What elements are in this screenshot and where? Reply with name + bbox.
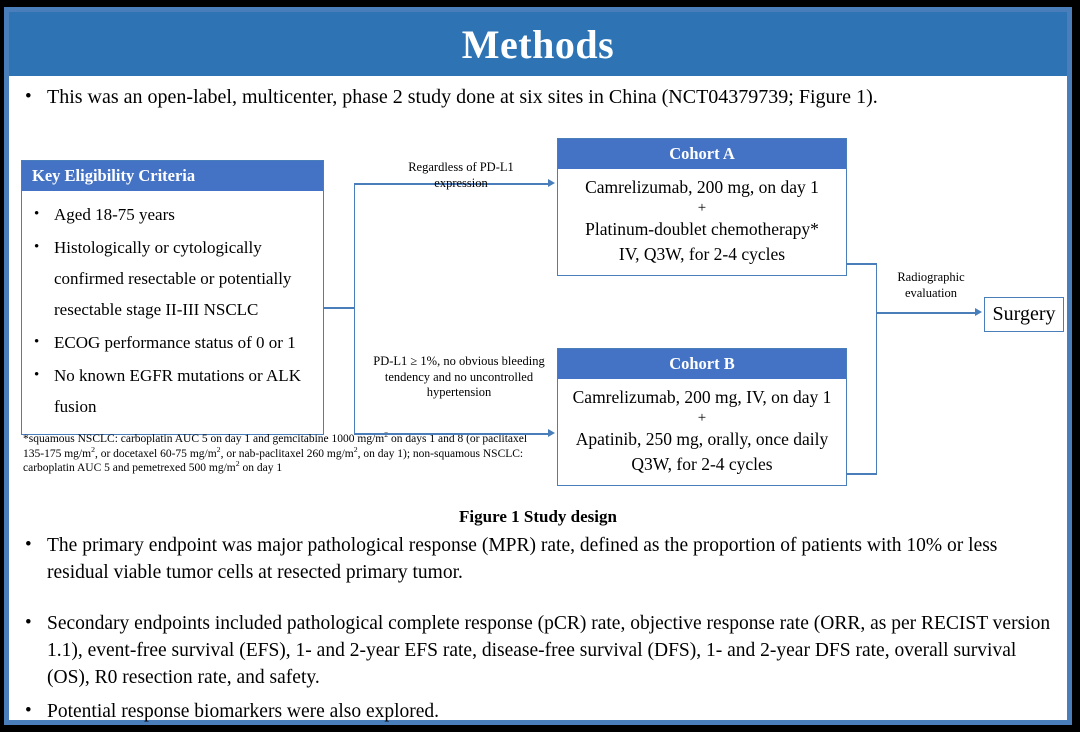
- lead-bullet: • This was an open-label, multicenter, p…: [25, 84, 1055, 110]
- cohort-b-line: Apatinib, 250 mg, orally, once daily: [575, 429, 829, 449]
- surgery-box: Surgery: [984, 297, 1064, 332]
- cohort-a-header: Cohort A: [558, 139, 846, 169]
- eligibility-criteria-box: Key Eligibility Criteria • Aged 18-75 ye…: [21, 160, 324, 435]
- lead-bullet-text: This was an open-label, multicenter, pha…: [47, 86, 878, 108]
- connector-from-cohort-a: [847, 263, 877, 265]
- connector-to-cohort-a: [353, 183, 550, 185]
- eligibility-item-label: Aged 18-75 years: [54, 205, 175, 224]
- connector-split-down: [353, 307, 355, 434]
- bullet-marker: •: [25, 86, 32, 107]
- arrow-head-surgery-icon: [975, 307, 982, 316]
- surgery-label: Surgery: [992, 303, 1056, 325]
- arrow-head-cohort-a-icon: [548, 178, 555, 187]
- eligibility-item-label: ECOG performance status of 0 or 1: [54, 333, 296, 352]
- branch-label-lower: PD-L1 ≥ 1%, no obvious bleeding tendency…: [373, 354, 545, 399]
- connector-merge: [875, 263, 877, 474]
- cohort-b-line: +: [697, 410, 707, 426]
- secondary-endpoint-bullet: • Secondary endpoints included pathologi…: [25, 610, 1051, 691]
- biomarker-bullet: • Potential response biomarkers were als…: [25, 698, 1051, 725]
- branch-label-upper: Regardless of PD-L1 expression: [408, 160, 514, 190]
- figure-footnote: *squamous NSCLC: carboplatin AUC 5 on da…: [23, 430, 528, 475]
- connector-from-cohort-b: [847, 473, 877, 475]
- cohort-a-line: IV, Q3W, for 2-4 cycles: [618, 244, 786, 264]
- cohort-a-line: +: [697, 200, 707, 216]
- bullet-marker: •: [25, 700, 32, 721]
- study-design-figure: Key Eligibility Criteria • Aged 18-75 ye…: [9, 122, 1067, 502]
- arrow-head-cohort-b-icon: [548, 428, 555, 437]
- bullet-marker: •: [34, 367, 40, 383]
- radiographic-evaluation-label: Radiographic evaluation: [897, 270, 965, 300]
- eligibility-item-label: Histologically or cytologically confirme…: [54, 238, 292, 319]
- eligibility-box-header: Key Eligibility Criteria: [22, 161, 323, 191]
- bullet-marker: •: [34, 239, 40, 255]
- cohort-b-header: Cohort B: [558, 349, 846, 379]
- cohort-b-line: Q3W, for 2-4 cycles: [631, 454, 773, 474]
- slide-canvas: Methods • This was an open-label, multic…: [4, 7, 1072, 725]
- biomarker-text: Potential response biomarkers were also …: [47, 701, 440, 722]
- cohort-b-box: Cohort B Camrelizumab, 200 mg, IV, on da…: [557, 348, 847, 486]
- connector-split-up: [353, 184, 355, 308]
- eligibility-item: • Histologically or cytologically confir…: [28, 232, 317, 325]
- primary-endpoint-text: The primary endpoint was major pathologi…: [47, 535, 998, 583]
- page-title: Methods: [461, 21, 615, 67]
- eligibility-item: • No known EGFR mutations or ALK fusion: [28, 360, 317, 422]
- figure-caption: Figure 1 Study design: [459, 507, 617, 526]
- connector-trunk: [324, 307, 355, 309]
- slide-title-banner: Methods: [9, 12, 1067, 76]
- eligibility-item-label: No known EGFR mutations or ALK fusion: [54, 366, 301, 416]
- connector-to-surgery: [875, 312, 977, 314]
- primary-endpoint-bullet: • The primary endpoint was major patholo…: [25, 532, 1051, 586]
- connector-to-cohort-b: [353, 433, 550, 435]
- eligibility-item: • ECOG performance status of 0 or 1: [28, 327, 317, 358]
- cohort-a-box: Cohort A Camrelizumab, 200 mg, on day 1 …: [557, 138, 847, 276]
- bullet-marker: •: [25, 534, 32, 555]
- secondary-endpoint-text: Secondary endpoints included pathologica…: [47, 613, 1051, 688]
- cohort-a-line: Camrelizumab, 200 mg, on day 1: [585, 177, 819, 197]
- cohort-b-line: Camrelizumab, 200 mg, IV, on day 1: [572, 387, 832, 407]
- cohort-a-line: Platinum-doublet chemotherapy*: [585, 219, 819, 239]
- eligibility-box-body: • Aged 18-75 years • Histologically or c…: [22, 191, 323, 434]
- cohort-b-body: Camrelizumab, 200 mg, IV, on day 1 + Apa…: [558, 379, 846, 485]
- bullet-marker: •: [25, 612, 32, 633]
- bullet-marker: •: [34, 206, 40, 222]
- cohort-a-body: Camrelizumab, 200 mg, on day 1 + Platinu…: [558, 169, 846, 275]
- eligibility-item: • Aged 18-75 years: [28, 199, 317, 230]
- bullet-marker: •: [34, 334, 40, 350]
